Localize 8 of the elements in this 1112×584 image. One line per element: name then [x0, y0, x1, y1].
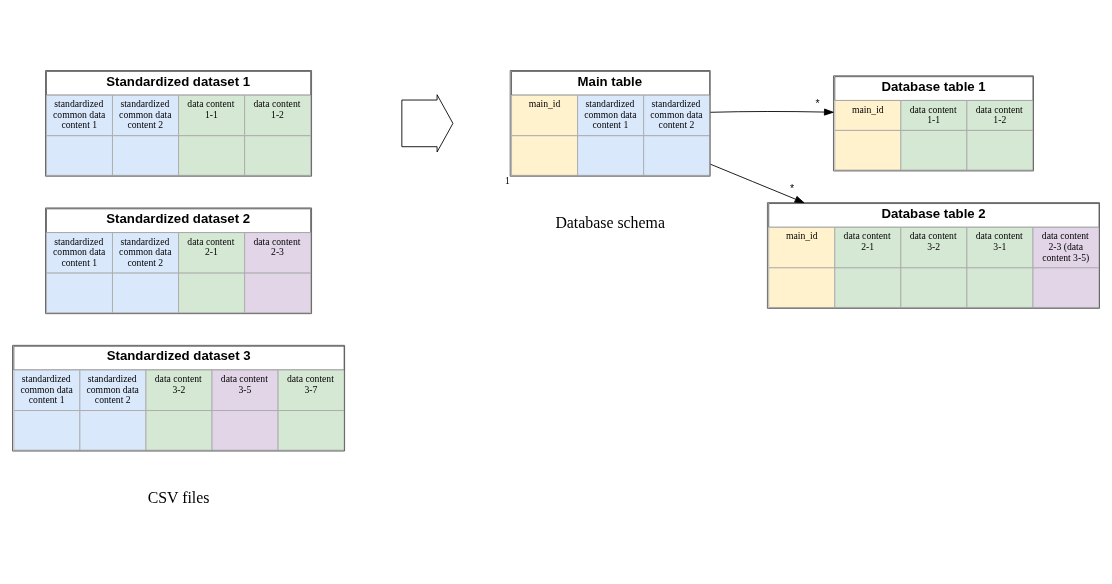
edge-label: * — [815, 96, 820, 109]
edge-label: * — [789, 181, 795, 194]
node-arrow — [401, 93, 454, 152]
arrow — [710, 108, 834, 116]
node-label: 1 — [505, 174, 510, 186]
arrow — [710, 163, 805, 203]
label: CSV files — [147, 488, 210, 505]
label: Database schema — [555, 213, 665, 231]
